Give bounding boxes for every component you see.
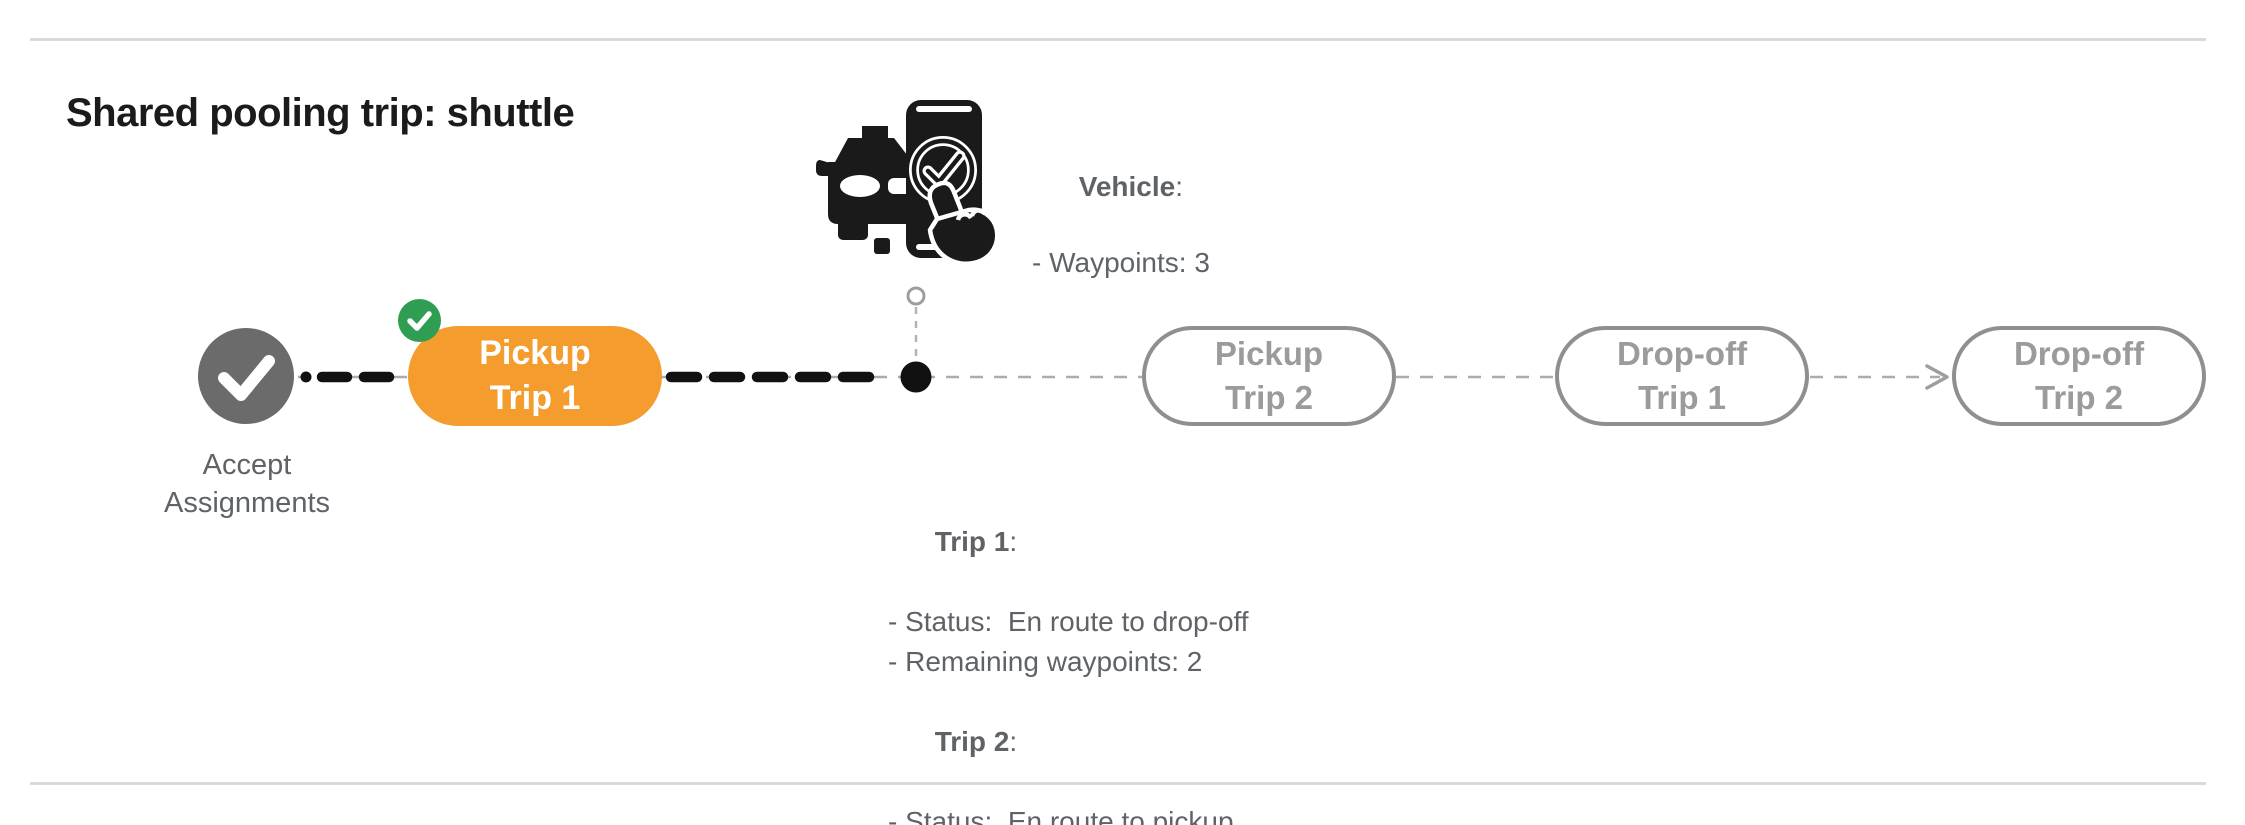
vehicle-app-icon [816,100,1000,267]
page-title: Shared pooling trip: shuttle [66,90,575,135]
waypoint-label: Pickup Trip 1 [479,334,591,417]
top-divider [30,38,2206,41]
trip2-status: - Status: En route to pickup [888,806,1234,825]
waypoint-pickup-trip2: Pickup Trip 2 [1142,326,1396,426]
waypoint-label: Drop-off Trip 2 [2013,335,2145,416]
arrowhead-icon [1925,364,1949,390]
trip1-status: - Status: En route to drop-off [888,606,1249,637]
waypoint-label: Drop-off Trip 1 [1616,335,1748,416]
traveled-path-line [300,371,888,383]
vehicle-anchor-circle [906,286,926,306]
trip1-remaining-waypoints: - Remaining waypoints: 2 [888,646,1203,677]
vehicle-info-heading: Vehicle: [1078,171,1183,202]
vehicle-position-marker [900,361,932,393]
accept-assignments-node [198,328,294,424]
trip1-heading: Trip 1: [934,526,1018,557]
waypoint-dropoff-trip1: Drop-off Trip 1 [1555,326,1809,426]
waypoint-label: Pickup Trip 2 [1214,335,1324,416]
vehicle-info-line: - Waypoints: 3 [1032,247,1210,278]
accept-assignments-label: Accept Assignments [163,449,330,519]
completed-check-icon [398,299,441,342]
check-icon [218,355,275,401]
waypoint-dropoff-trip2: Drop-off Trip 2 [1952,326,2206,426]
bottom-divider [30,782,2206,785]
waypoint-pickup-trip1: Pickup Trip 1 [408,326,662,426]
trip2-heading: Trip 2: [934,726,1018,757]
trip-info: Trip 1: - Status: En route to drop-off -… [888,482,1249,825]
vehicle-info: Vehicle: - Waypoints: 3 [1032,130,1210,282]
